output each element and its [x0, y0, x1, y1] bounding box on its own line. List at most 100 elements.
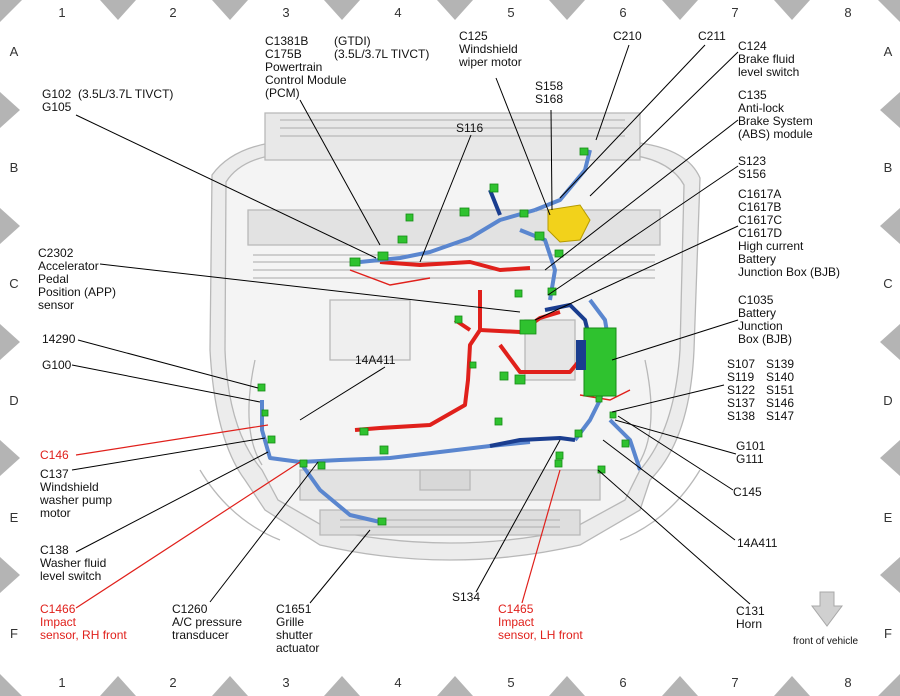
border-marker-left — [0, 208, 20, 244]
connector — [514, 374, 526, 385]
leader-line — [617, 415, 734, 491]
border-marker-top — [662, 0, 698, 20]
connector — [547, 287, 557, 296]
border-marker-bottom — [437, 676, 473, 696]
leader-lines — [71, 44, 751, 605]
label-splices-right: S139 S140 S151 S146 S147 — [766, 357, 795, 423]
leader-line — [77, 339, 259, 389]
connector — [597, 465, 606, 474]
row-label-f-right: F — [884, 626, 892, 641]
border-marker-left — [0, 440, 20, 476]
leader-line — [299, 99, 381, 246]
col-label-6-bottom: 6 — [619, 675, 627, 690]
connector — [579, 147, 589, 156]
label-c1381b-pcm: C1381B C175B Powertrain Control Module (… — [265, 34, 347, 100]
harness-red-thin — [349, 269, 631, 401]
label-c210: C210 — [613, 29, 642, 43]
col-label-3-bottom: 3 — [282, 675, 290, 690]
border-marker-top — [437, 0, 473, 20]
label-c1260: C1260 A/C pressure transducer — [172, 602, 243, 642]
border-marker-bottom — [662, 676, 698, 696]
label-g102: G102 (3.5L/3.7L TIVCT) G105 — [42, 87, 174, 114]
leader-line — [597, 469, 751, 605]
border-marker-bottom — [549, 676, 585, 696]
connector — [534, 231, 545, 241]
row-label-c: C — [9, 276, 19, 291]
connector — [555, 451, 564, 460]
connector — [261, 409, 269, 417]
leader-line — [589, 51, 739, 197]
connector — [494, 417, 503, 426]
connector — [454, 315, 463, 324]
border-marker-top — [212, 0, 248, 20]
border-marker-right — [880, 557, 900, 593]
border-marker-top — [774, 0, 810, 20]
col-label-7: 7 — [731, 5, 739, 20]
row-label-f: F — [10, 626, 18, 641]
label-s134: S134 — [452, 590, 481, 604]
connector — [379, 445, 389, 455]
leader-line — [614, 419, 737, 455]
border-marker-top — [324, 0, 360, 20]
connector — [377, 517, 387, 526]
border-marker-left — [0, 324, 20, 360]
row-label-e: E — [9, 510, 19, 525]
vehicle-body — [199, 112, 701, 561]
border-marker-left — [0, 92, 20, 128]
border-marker-top — [549, 0, 585, 20]
leader-line — [550, 109, 553, 211]
connector — [621, 439, 630, 448]
connector — [359, 427, 369, 436]
label-c125: C125 Windshield wiper motor — [459, 29, 522, 69]
leader-line — [534, 225, 739, 321]
leader-line — [595, 44, 630, 141]
col-label-5-bottom: 5 — [507, 675, 515, 690]
connector — [405, 213, 414, 222]
col-label-4: 4 — [394, 5, 402, 20]
border-marker-right — [880, 92, 900, 128]
connector — [377, 251, 389, 261]
leader-line — [71, 437, 266, 471]
connector — [267, 435, 276, 444]
label-front-of-vehicle: front of vehicle — [793, 636, 859, 647]
label-c138: C138 Washer fluid level switch — [40, 543, 107, 583]
label-g101: G101 G111 — [736, 439, 766, 466]
border-marker-left — [0, 557, 20, 593]
leader-line — [475, 439, 561, 593]
label-14a411-bottom: 14A411 — [737, 536, 778, 550]
row-label-e-right: E — [883, 510, 893, 525]
label-c135: C135 Anti-lock Brake System (ABS) module — [738, 88, 813, 141]
col-label-4-bottom: 4 — [394, 675, 402, 690]
connector — [499, 371, 509, 381]
col-label-3: 3 — [282, 5, 290, 20]
leader-line — [209, 461, 319, 603]
connector — [609, 411, 617, 419]
connector — [595, 395, 603, 403]
front-arrow-icon — [811, 591, 843, 627]
connector — [514, 289, 523, 298]
border-marker-bottom — [212, 676, 248, 696]
border-marker-bottom — [774, 676, 810, 696]
connector — [257, 383, 266, 392]
col-label-1-bottom: 1 — [58, 675, 66, 690]
connector — [519, 319, 537, 335]
col-label-7-bottom: 7 — [731, 675, 739, 690]
leader-line — [75, 114, 377, 259]
connector — [459, 207, 470, 217]
connector — [574, 429, 583, 438]
leader-line-red — [75, 424, 269, 456]
label-c1651: C1651 Grille shutter actuator — [276, 602, 320, 655]
label-s158: S158 S168 — [535, 79, 564, 106]
border-marker-top — [100, 0, 136, 20]
leader-line-red — [521, 469, 561, 604]
label-c211: C211 — [698, 29, 726, 43]
leader-line — [559, 44, 706, 199]
label-splices-left: S107 S119 S122 S137 S138 — [727, 357, 756, 423]
row-label-d: D — [9, 393, 19, 408]
leader-line-red — [75, 461, 301, 609]
leader-line — [547, 165, 739, 296]
label-c124: C124 Brake fluid level switch — [738, 39, 800, 79]
border-marker-right — [880, 324, 900, 360]
label-c1617: C1617A C1617B C1617C C1617D High current… — [738, 187, 841, 279]
